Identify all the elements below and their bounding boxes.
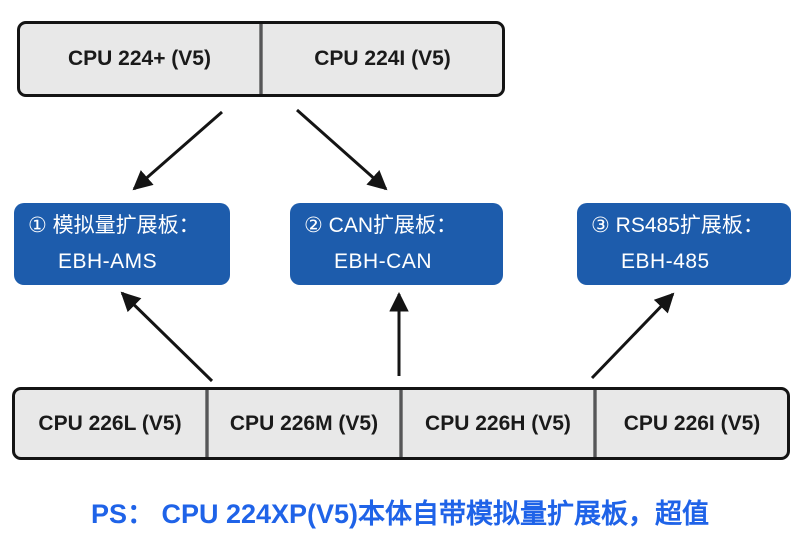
arrow-bottom-to-board1	[120, 291, 214, 383]
board-box-analog: ① 模拟量扩展板： EBH-AMS	[14, 203, 230, 285]
cpu-cell-226i: CPU 226I (V5)	[623, 411, 761, 435]
cpu-cell-226h: CPU 226H (V5)	[425, 411, 571, 435]
ps-note-text: PS： CPU 224XP(V5)本体自带模拟量扩展板，超值	[90, 499, 710, 529]
arrow-bottom-to-board3	[590, 292, 675, 380]
board-label: ① 模拟量扩展板：	[28, 214, 200, 237]
board-label: ② CAN扩展板：	[304, 214, 457, 237]
board-box-rs485: ③ RS485扩展板： EBH-485	[577, 203, 791, 285]
arrow-top-to-board2	[296, 108, 388, 191]
cpu-cell-226l: CPU 226L (V5)	[38, 411, 182, 435]
cpu-cell-224plus: CPU 224+ (V5)	[68, 47, 211, 70]
board-label: ③ RS485扩展板：	[591, 214, 764, 237]
cpu-cell-226m: CPU 226M (V5)	[229, 411, 379, 435]
cpu-224-group-box: CPU 224+ (V5) CPU 224I (V5)	[17, 21, 505, 97]
board-model: EBH-AMS	[58, 250, 158, 273]
cpu-226-group-box: CPU 226L (V5) CPU 226M (V5) CPU 226H (V5…	[12, 387, 790, 460]
cell-divider	[593, 390, 597, 457]
cpu-cell-224i: CPU 224I (V5)	[314, 47, 451, 70]
cell-divider	[399, 390, 403, 457]
board-model: EBH-CAN	[334, 250, 433, 273]
cell-divider	[259, 24, 263, 94]
board-box-can: ② CAN扩展板： EBH-CAN	[290, 203, 503, 285]
cell-divider	[205, 390, 209, 457]
arrow-top-to-board1	[132, 110, 223, 191]
board-model: EBH-485	[621, 250, 710, 273]
